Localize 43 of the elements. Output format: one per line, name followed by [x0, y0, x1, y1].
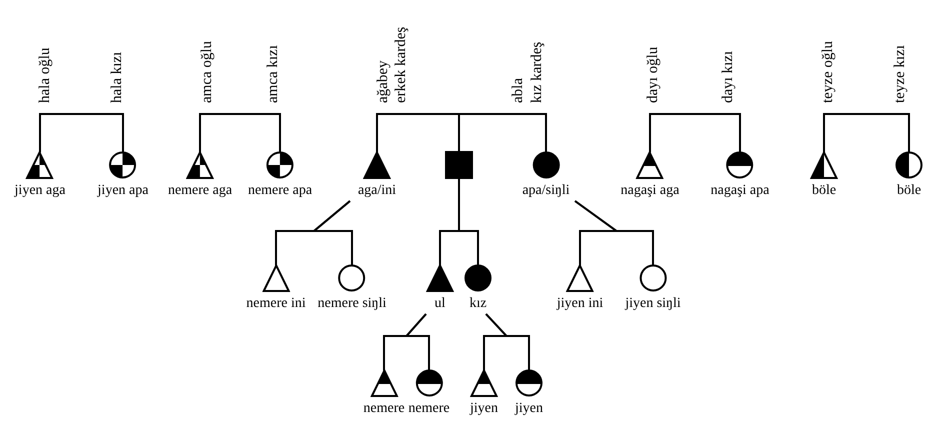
kinship-line: [404, 313, 430, 370]
kinship-term: jiyen: [470, 400, 498, 418]
kinship-line: [649, 113, 741, 152]
relation-label: abla: [509, 78, 527, 103]
kinship-term: kız: [469, 295, 487, 313]
kinship-term: nemere siŋli: [318, 295, 386, 313]
relation-label: dayı kızı: [719, 50, 737, 103]
kinship-line: [458, 113, 547, 152]
kinship-term: nemere ini: [246, 295, 306, 313]
kinship-term: apa/siŋli: [522, 182, 570, 200]
relation-label: teyze oğlu: [819, 40, 837, 103]
relation-label: teyze kızı: [891, 45, 909, 103]
kinship-term: jiyen: [515, 400, 543, 418]
kinship-line: [39, 113, 124, 152]
relation-label: kız kardeş: [528, 42, 546, 103]
relation-label: amca kızı: [264, 45, 282, 103]
kinship-term: aga/ini: [358, 182, 396, 200]
relation-label: ağabey: [374, 60, 392, 103]
kinship-line: [311, 200, 353, 266]
kinship-term: jiyen ini: [556, 295, 604, 313]
kinship-line: [376, 113, 460, 152]
kinship-term: jiyen siŋli: [625, 295, 681, 313]
kinship-line: [485, 313, 530, 370]
kinship-line: [574, 200, 654, 266]
kinship-term: nemere: [408, 400, 450, 418]
relation-label: hala kızı: [108, 52, 126, 103]
kinship-term: böle: [896, 182, 922, 200]
relation-label: amca oğlu: [198, 40, 216, 103]
kinship-term: nemere apa: [248, 182, 312, 200]
kinship-line: [823, 113, 910, 152]
kinship-term: nagaşi apa: [710, 182, 770, 200]
kinship-term: böle: [812, 182, 836, 200]
kinship-term: nemere: [363, 400, 405, 418]
kinship-term: jiyen apa: [98, 182, 148, 200]
relation-label: dayı oğlu: [644, 46, 662, 103]
relation-label: erkek kardeş: [392, 26, 410, 103]
kinship-line: [458, 179, 479, 266]
kinship-term: nemere aga: [168, 182, 232, 200]
kinship-term: ul: [434, 295, 446, 313]
relation-label: hala oğlu: [36, 48, 54, 103]
kinship-term: nagaşi aga: [620, 182, 680, 200]
kinship-line: [199, 113, 281, 152]
kinship-term: jiyen aga: [14, 182, 66, 200]
